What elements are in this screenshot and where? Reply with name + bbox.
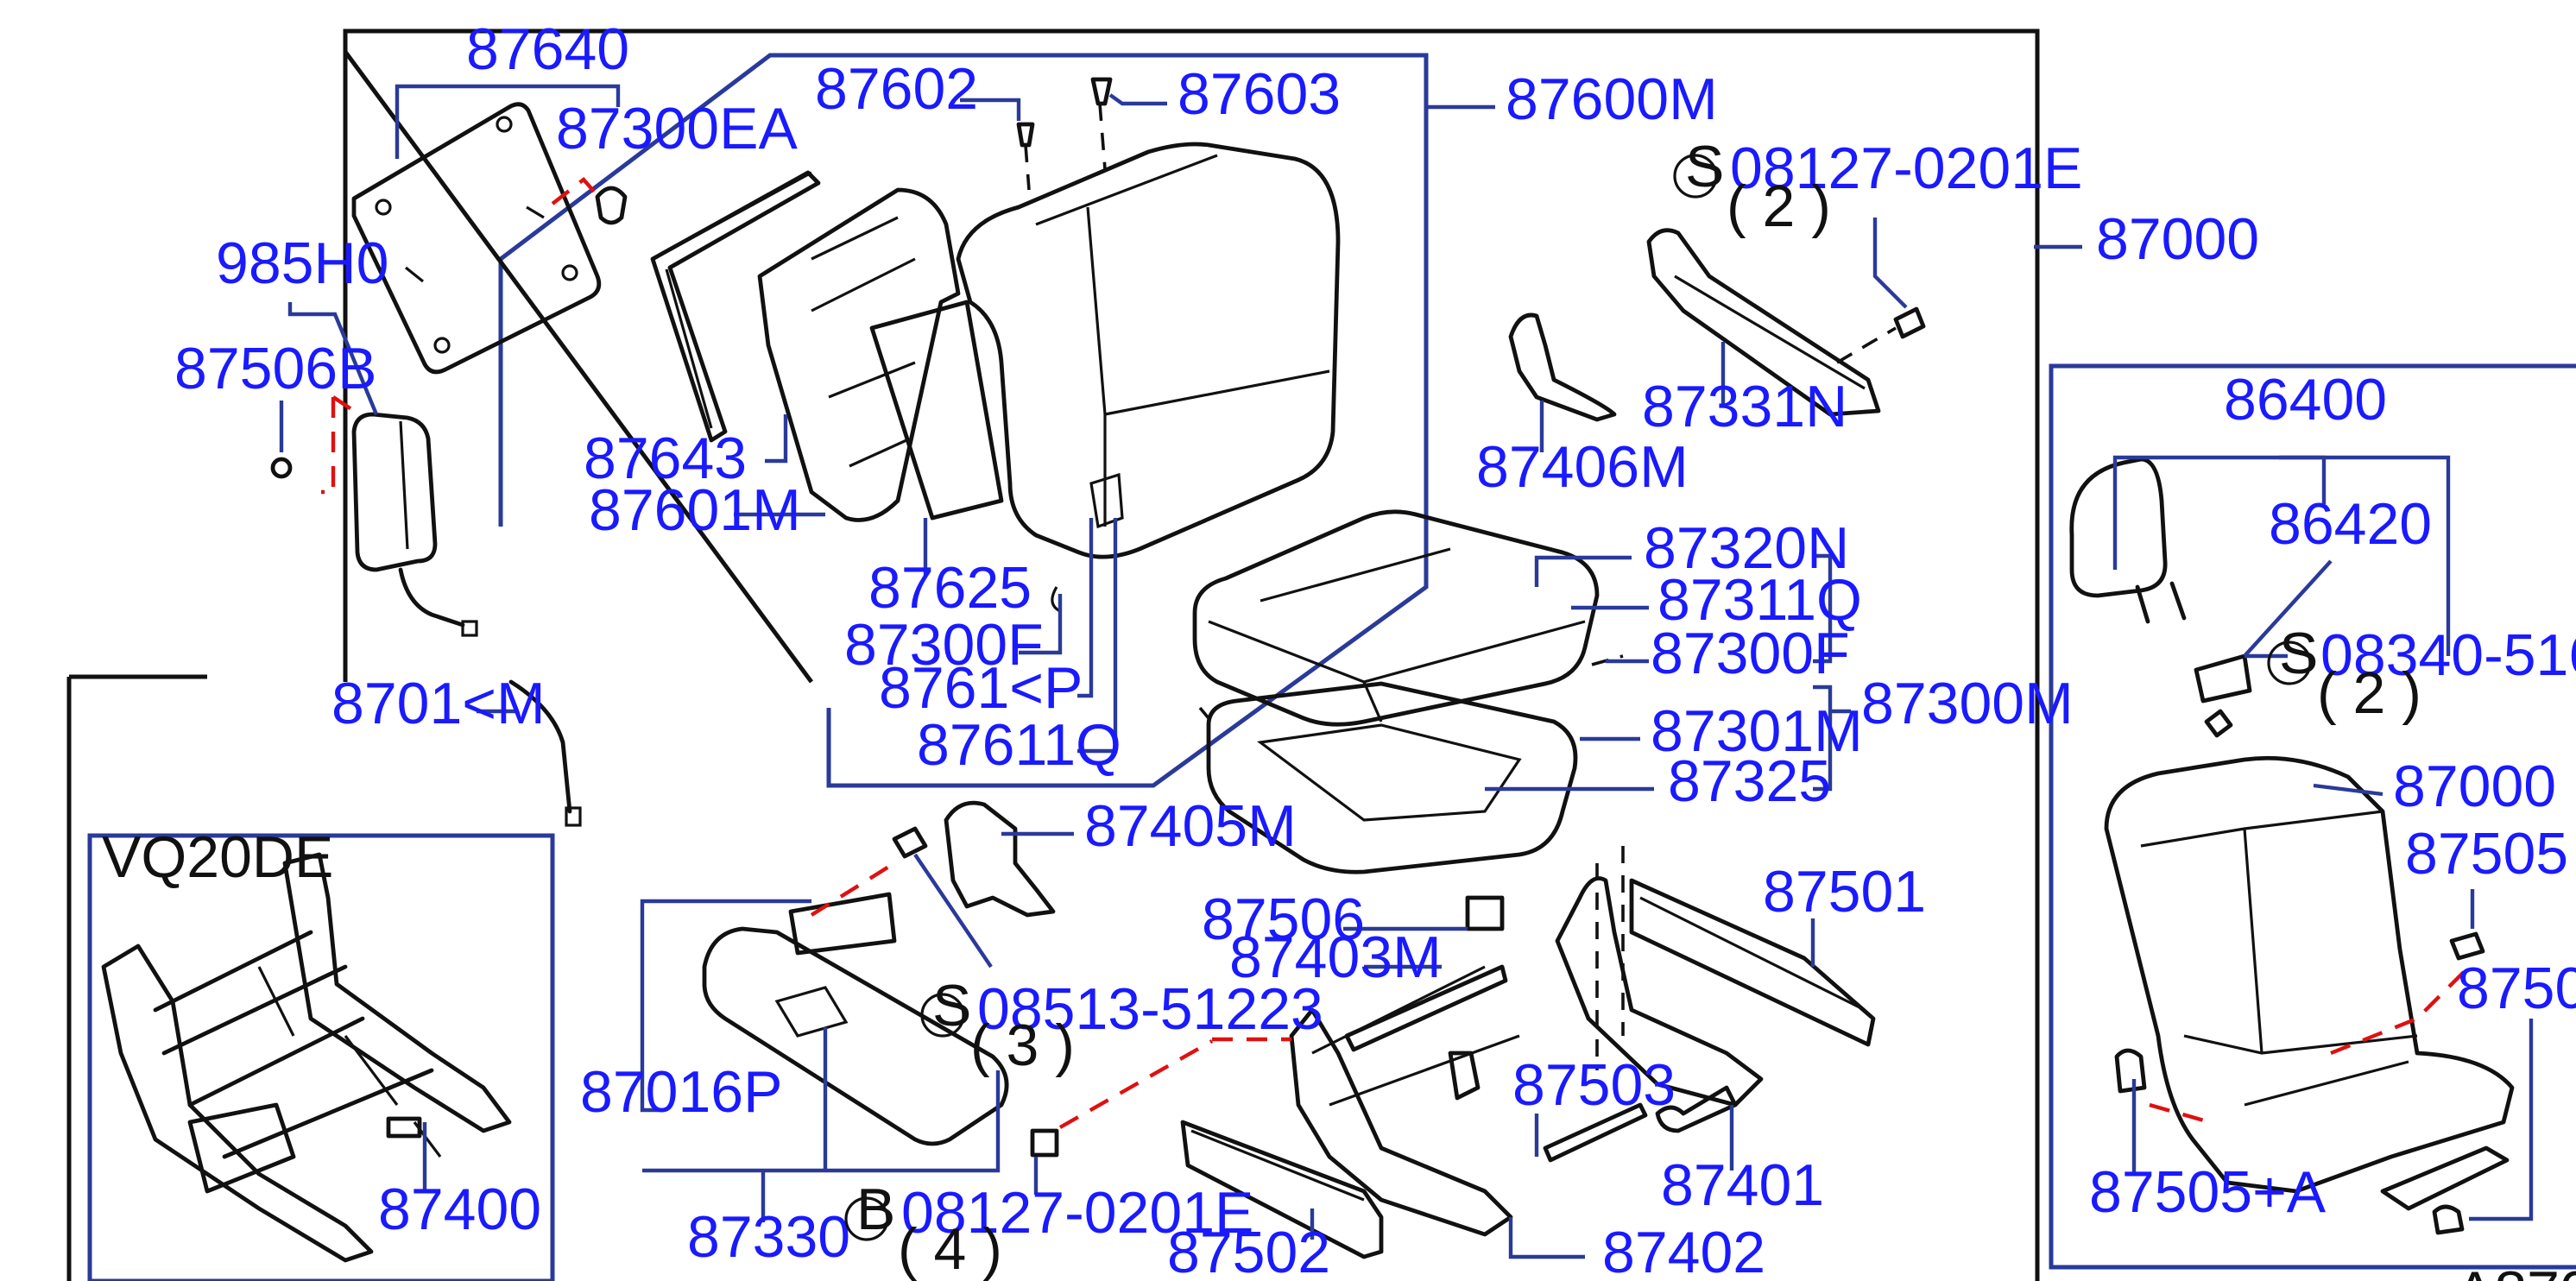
label-87402: 87402	[1602, 1220, 1765, 1281]
vq20de-inset-frame	[87, 833, 555, 1281]
fastener-s1: S 08127-0201E ( 2 )	[1673, 134, 2082, 239]
inset-engine-label: VQ20DE	[102, 824, 333, 890]
back-board-87640	[351, 102, 602, 375]
label-87320N: 87320N	[1644, 515, 1849, 581]
label-87401: 87401	[1661, 1152, 1824, 1218]
label-87300F-a: 87300F	[844, 612, 1044, 678]
bracket-87405M	[944, 800, 1056, 918]
label-87016P: 87016P	[580, 1059, 782, 1125]
label-87300M: 87300M	[1861, 671, 2074, 736]
label-87603: 87603	[1178, 61, 1341, 127]
label-87506: 87506	[1202, 887, 1365, 952]
label-86400: 86400	[2224, 367, 2387, 432]
label-87505: 87505	[2405, 821, 2568, 887]
label-87406M: 87406M	[1476, 434, 1689, 500]
label-87640: 87640	[466, 16, 629, 82]
complete-seat-87000	[2069, 457, 2515, 1235]
label-87301M: 87301M	[1651, 698, 1863, 764]
part-labels: 87640 87300EA 985H0 87506B 87602 87603 8…	[102, 16, 2576, 1281]
inset-vq20de-frame	[101, 852, 512, 1263]
label-87311Q: 87311Q	[1657, 567, 1862, 633]
side-cover-87330	[702, 826, 1009, 1146]
fastener-code: 08340-51642	[2320, 622, 2576, 688]
label-87403M: 87403M	[1229, 924, 1442, 990]
label-8761P: 8761<P	[879, 655, 1083, 721]
fastener-code: 08127-0201E	[1730, 136, 2082, 201]
fastener-s3: S 08340-51642 ( 2 )	[2267, 621, 2576, 726]
label-87502: 87502	[1167, 1220, 1330, 1281]
seatback-87600M	[650, 77, 1341, 613]
label-8701M: 8701<M	[331, 671, 546, 736]
fastener-code: 08127-0201E	[901, 1180, 1253, 1246]
label-87000-right: 87000	[2393, 754, 2556, 819]
fastener-qty: ( 4 )	[898, 1216, 1002, 1281]
label-87400: 87400	[378, 1177, 541, 1242]
fastener-code: 08513-51223	[977, 976, 1323, 1042]
standard-part-symbol-icon	[1673, 154, 1718, 199]
fastener-qty: ( 3 )	[970, 1013, 1075, 1078]
fastener-s2: S 08513-51223 ( 3 )	[920, 973, 1323, 1078]
seat-adjuster-assembly	[1030, 846, 1876, 1259]
nut-87506B	[270, 457, 293, 479]
clip-87300EA	[551, 176, 628, 225]
complete-seat-frame	[2049, 363, 2576, 1270]
label-87503: 87503	[1512, 1052, 1676, 1118]
label-87506B: 87506B	[174, 336, 376, 401]
label-87330: 87330	[687, 1204, 850, 1270]
label-985H0: 985H0	[216, 230, 388, 296]
label-87325: 87325	[1668, 748, 1831, 814]
label-86420: 86420	[2269, 491, 2432, 557]
leader-lines	[279, 84, 2534, 1259]
bolt-symbol-icon	[844, 1196, 889, 1241]
label-87643: 87643	[584, 426, 747, 491]
label-87501A: 87501A	[2457, 956, 2576, 1021]
diagram-id: A870J035	[2455, 1259, 2576, 1281]
fastener-b1: B 08127-0201E ( 4 )	[844, 1177, 1253, 1281]
side-module-985H0	[270, 395, 582, 827]
svg-text:S: S	[1685, 134, 1724, 199]
label-87611Q: 87611Q	[917, 712, 1121, 778]
svg-text:B: B	[856, 1177, 895, 1242]
fastener-qty: ( 2 )	[2317, 660, 2421, 726]
label-87505A: 87505+A	[2089, 1159, 2327, 1225]
label-87300EA: 87300EA	[556, 96, 798, 161]
label-87300F-b: 87300F	[1651, 621, 1850, 686]
svg-text:S: S	[2279, 621, 2318, 686]
fastener-qty: ( 2 )	[1727, 174, 1831, 239]
label-87405M: 87405M	[1084, 793, 1297, 859]
standard-part-symbol-icon	[2267, 640, 2312, 685]
side-trims-87406M-87331N	[1508, 228, 1926, 422]
label-87000-main: 87000	[2096, 206, 2259, 272]
label-87600M: 87600M	[1506, 66, 1718, 132]
label-87601M: 87601M	[589, 477, 801, 543]
label-87625: 87625	[868, 555, 1032, 621]
standard-part-symbol-icon	[920, 993, 965, 1038]
label-87501: 87501	[1763, 859, 1926, 924]
label-87602: 87602	[815, 56, 978, 122]
svg-text:S: S	[932, 973, 971, 1038]
label-87331N: 87331N	[1642, 374, 1847, 439]
